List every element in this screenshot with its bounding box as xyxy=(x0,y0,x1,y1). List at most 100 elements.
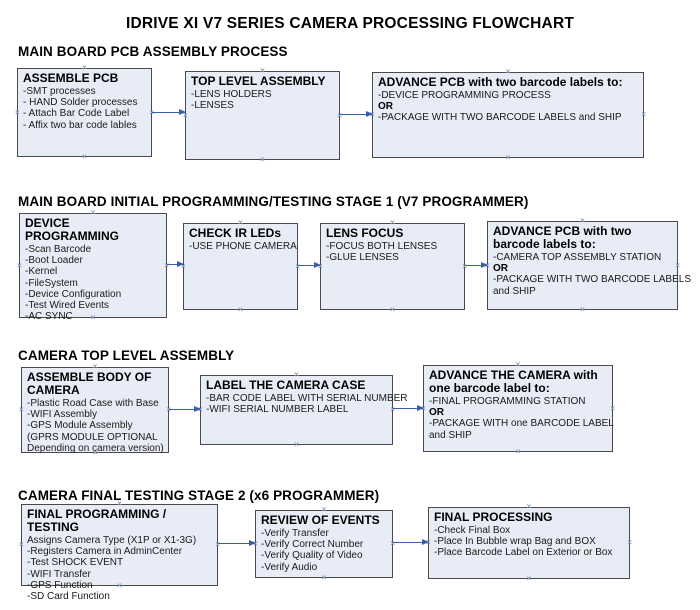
connector-point-icon: × xyxy=(17,260,22,270)
flow-arrow xyxy=(393,538,429,545)
box-items: -Verify Transfer-Verify Correct Number-V… xyxy=(261,528,390,573)
box-device-programming[interactable]: DEVICE PROGRAMMING -Scan Barcode-Boot Lo… xyxy=(17,209,169,323)
box-item: -Verify Correct Number xyxy=(261,539,364,551)
box-item: - Affix two bar code lables xyxy=(23,119,137,131)
box-item: Depending on camera version) xyxy=(27,442,164,454)
flow-arrow xyxy=(167,260,184,267)
connector-point-icon: × xyxy=(610,403,615,413)
box-item: -Verify Transfer xyxy=(261,528,329,539)
box-final-processing[interactable]: FINAL PROCESSING -Check Final Box-Place … xyxy=(426,503,632,583)
box-advance-camera-one-label[interactable]: ADVANCE THE CAMERA with one barcode labe… xyxy=(421,361,615,456)
box-item: (GPRS MODULE OPTIONAL xyxy=(27,431,158,443)
box-review-of-events[interactable]: REVIEW OF EVENTS -Verify Transfer-Verify… xyxy=(253,506,395,582)
section-2-header: MAIN BOARD INITIAL PROGRAMMING/TESTING S… xyxy=(18,194,529,209)
box-item: -FileSystem xyxy=(25,277,78,289)
connector-point-icon: × xyxy=(166,405,171,414)
flow-arrow xyxy=(465,261,488,268)
connector-point-icon: × xyxy=(580,305,585,314)
box-item: -Verify Quality of Video xyxy=(261,550,363,562)
box-items: -SMT processes- HAND Solder processes- A… xyxy=(23,86,149,131)
box-final-programming-testing[interactable]: FINAL PROGRAMMING / TESTING Assigns Came… xyxy=(19,500,220,603)
box-item: -FINAL PROGRAMMING STATION xyxy=(429,396,586,407)
connector-point-icon: × xyxy=(260,155,265,164)
box-item: -Test SHOCK EVENT xyxy=(27,557,124,569)
flow-arrow xyxy=(152,108,186,115)
connector-point-icon: × xyxy=(19,405,24,414)
box-item: -GLUE LENSES xyxy=(326,252,399,264)
box-title: TOP LEVEL ASSEMBLY xyxy=(191,74,326,88)
box-item: -USE PHONE CAMERA xyxy=(189,241,297,252)
box-item: -Place Barcode Label on Exterior or Box xyxy=(434,547,613,559)
box-item: -PACKAGE WITH TWO BARCODE LABELS and SHI… xyxy=(378,112,622,124)
flow-arrow xyxy=(218,539,256,546)
connector-point-icon: × xyxy=(505,153,511,162)
box-title: ADVANCE PCB with two barcode labels to: xyxy=(378,75,623,89)
connector-point-icon: × xyxy=(238,305,243,314)
box-item: -DEVICE PROGRAMMING PROCESS xyxy=(378,90,551,101)
connector-point-icon: × xyxy=(164,260,169,270)
box-item: -LENSES xyxy=(191,100,234,112)
box-item: -Boot Loader xyxy=(25,255,83,267)
box-item: -SMT processes xyxy=(23,86,96,97)
flow-arrow xyxy=(393,404,424,411)
box-item: OR xyxy=(429,407,444,419)
box-title: ADVANCE PCB with two barcode labels to: xyxy=(493,224,632,251)
box-label-the-camera-case[interactable]: LABEL THE CAMERA CASE -BAR CODE LABEL WI… xyxy=(198,371,408,449)
box-check-ir-leds[interactable]: CHECK IR LEDs -USE PHONE CAMERA ×××× xyxy=(181,219,300,314)
section-1-header: MAIN BOARD PCB ASSEMBLY PROCESS xyxy=(18,44,288,59)
connector-point-icon: × xyxy=(337,110,342,120)
box-item: Assigns Camera Type (X1P or X1-3G) xyxy=(27,535,197,546)
box-lens-focus[interactable]: LENS FOCUS -FOCUS BOTH LENSES-GLUE LENSE… xyxy=(318,219,467,314)
box-advance-pcb-two-labels-stage1[interactable]: ADVANCE PCB with two barcode labels to: … xyxy=(485,217,691,314)
box-item: -Place In Bubble wrap Bag and BOX xyxy=(434,536,596,548)
section-3-header: CAMERA TOP LEVEL ASSEMBLY xyxy=(18,348,235,363)
box-items: -Scan Barcode-Boot Loader-Kernel-FileSys… xyxy=(25,244,164,322)
box-items: -Check Final Box-Place In Bubble wrap Ba… xyxy=(434,525,627,559)
box-item: - Attach Bar Code Label xyxy=(23,108,130,120)
box-item: - HAND Solder processes xyxy=(23,97,138,109)
box-item: -BAR CODE LABEL WITH SERIAL NUMBER xyxy=(206,393,408,404)
box-item: -Kernel xyxy=(25,266,58,278)
connector-point-icon: × xyxy=(321,573,327,582)
box-items: Assigns Camera Type (X1P or X1-3G)-Regis… xyxy=(27,535,215,602)
box-title: ADVANCE THE CAMERA with one barcode labe… xyxy=(429,368,598,395)
box-assemble-pcb[interactable]: ASSEMBLE PCB -SMT processes- HAND Solder… xyxy=(15,64,154,161)
box-items: -BAR CODE LABEL WITH SERIAL NUMBER-WIFI … xyxy=(206,393,408,416)
box-item: -WIFI Transfer xyxy=(27,568,91,580)
box-item: -GPS Function xyxy=(27,579,93,591)
box-item: and SHIP xyxy=(429,429,472,441)
box-items: -Plastic Road Case with Base-WIFI Assemb… xyxy=(27,398,166,454)
flow-arrow xyxy=(298,261,321,268)
box-item: -PACKAGE WITH one BARCODE LABEL xyxy=(429,418,614,430)
box-advance-pcb-two-labels[interactable]: ADVANCE PCB with two barcode labels to: … xyxy=(370,68,646,162)
box-item: OR xyxy=(378,101,393,113)
box-item: -WIFI SERIAL NUMBER LABEL xyxy=(206,404,349,416)
box-title: DEVICE PROGRAMMING xyxy=(25,216,119,243)
box-item: -Scan Barcode xyxy=(25,244,92,255)
page-title: IDRIVE XI V7 SERIES CAMERA PROCESSING FL… xyxy=(125,15,575,32)
box-top-level-assembly[interactable]: TOP LEVEL ASSEMBLY -LENS HOLDERS-LENSES … xyxy=(183,67,342,164)
connector-point-icon: × xyxy=(462,261,467,271)
connector-point-icon: × xyxy=(82,152,87,161)
flow-arrow xyxy=(169,405,201,412)
flow-arrow xyxy=(340,110,373,117)
connector-point-icon: × xyxy=(627,538,632,547)
box-title: LENS FOCUS xyxy=(326,226,404,240)
connector-point-icon: × xyxy=(641,110,646,119)
box-item: -Device Configuration xyxy=(25,288,122,300)
box-item: -SD Card Function xyxy=(27,591,110,603)
box-title: FINAL PROCESSING xyxy=(434,510,553,524)
box-title: ASSEMBLE BODY OF CAMERA xyxy=(27,370,152,397)
connector-point-icon: × xyxy=(295,261,300,271)
connector-point-icon: × xyxy=(675,260,680,270)
connector-point-icon: × xyxy=(19,540,24,549)
box-title: FINAL PROGRAMMING / TESTING xyxy=(27,507,167,534)
box-item: -Plastic Road Case with Base xyxy=(27,398,159,409)
box-assemble-body-of-camera[interactable]: ASSEMBLE BODY OF CAMERA -Plastic Road Ca… xyxy=(19,363,171,457)
box-item: -Registers Camera in AdminCenter xyxy=(27,546,183,558)
box-item: -AC SYNC xyxy=(25,311,73,323)
box-items: -USE PHONE CAMERA xyxy=(189,241,297,252)
box-item: -GPS Module Assembly xyxy=(27,420,133,432)
box-title: ASSEMBLE PCB xyxy=(23,71,119,85)
